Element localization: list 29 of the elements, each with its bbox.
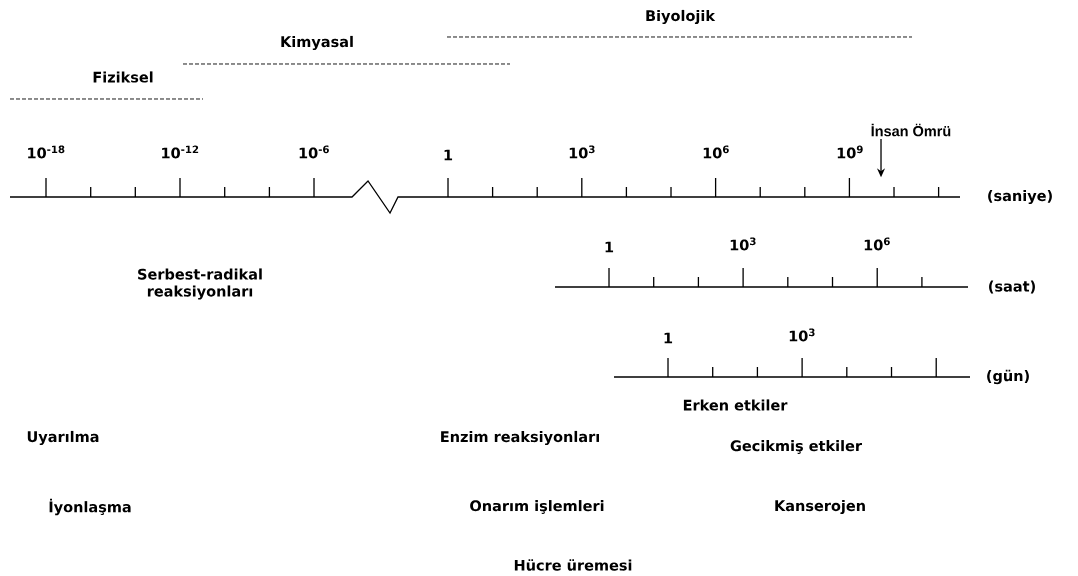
annotation-label: İnsan Ömrü [871,123,951,137]
unit-label: (gün) [987,369,1029,385]
tick-label: 10$^{-12}$ [162,145,199,159]
unit-label: (saniye) [988,189,1052,205]
tick-label: 10$^{-18}$ [28,145,65,159]
range-label: Kimyasal [281,35,353,51]
process-label: Gecikmiş etkiler [730,440,862,454]
time-axis-drawing [9,177,961,215]
process-label: Enzim reaksiyonları [441,430,599,446]
tick-label: 10$^{9}$ [837,145,863,159]
process-label: İyonlaşma [49,498,131,516]
tick-label: 1 [605,241,614,253]
process-label: Erken etkiler [683,399,788,411]
process-label: Onarım işlemleri [470,500,604,514]
tick-label: 10$^{3}$ [730,237,756,251]
tick-label: 1 [444,149,453,161]
range-label: Biyolojik [646,9,716,25]
unit-label: (saat) [989,280,1035,294]
range-label: Fiziksel [93,71,153,83]
tick-label: 1 [664,332,673,344]
process-label: Uyarılma [27,430,99,446]
tick-label: 10$^{-6}$ [299,145,329,159]
tick-label: 10$^{6}$ [864,237,890,251]
process-label: Hücre üremesi [514,559,632,571]
tick-label: 10$^{6}$ [703,145,729,159]
tick-label: 10$^{3}$ [569,145,595,159]
process-label: Serbest-radikal reaksiyonları [138,268,262,300]
tick-label: 10$^{3}$ [789,328,815,342]
process-label: Kanserojen [775,499,865,515]
